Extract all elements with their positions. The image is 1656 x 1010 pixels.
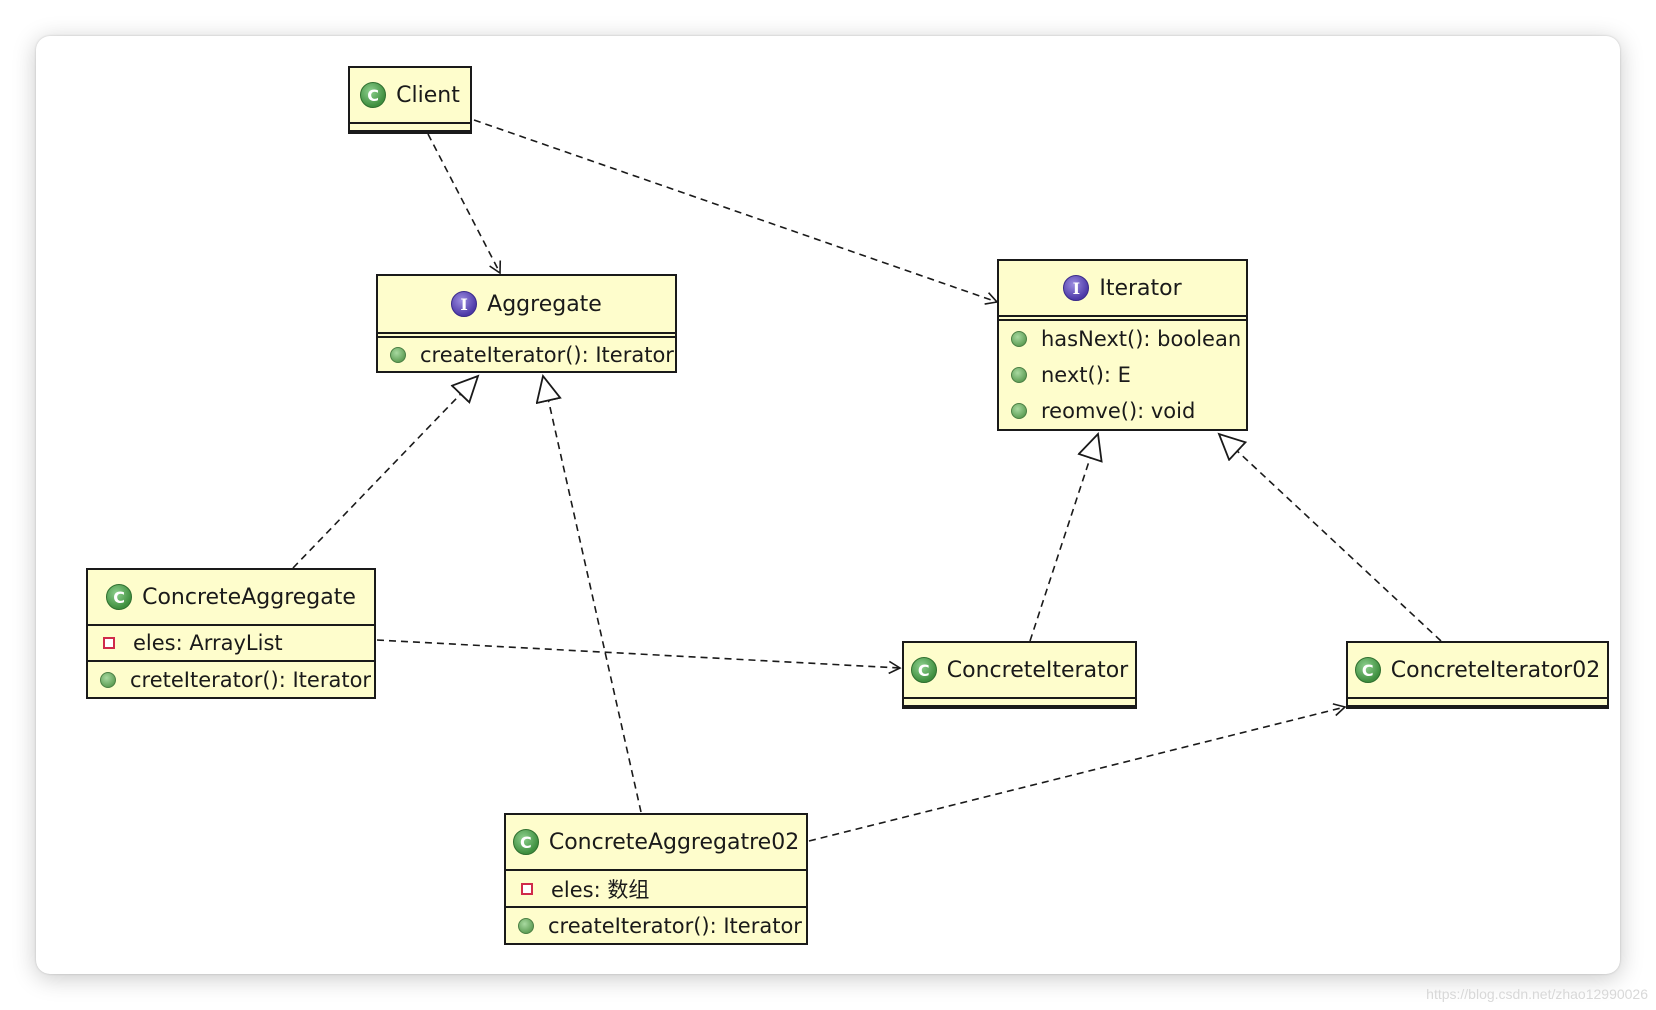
class-name: Client [396,82,460,108]
class-header: C Client [350,68,470,124]
class-name: ConcreteAggregatre02 [548,829,800,855]
empty-compartment [999,315,1246,321]
class-concreteaggregatre02[interactable]: C ConcreteAggregatre02 eles: 数组 createIt… [504,813,808,945]
empty-compartment [350,124,470,132]
interface-aggregate[interactable]: I Aggregate createIterator(): Iterator [376,274,677,373]
class-name: Iterator [1099,275,1182,301]
empty-compartment [1348,699,1607,707]
class-header: C ConcreteIterator [904,643,1135,699]
public-method-icon [100,671,116,688]
class-badge-icon: C [512,829,539,855]
class-header: C ConcreteIterator02 [1348,643,1607,699]
interface-iterator[interactable]: I Iterator hasNext(): boolean next(): E … [997,259,1248,431]
class-concreteiterator02[interactable]: C ConcreteIterator02 [1346,641,1609,709]
method-row: createIterator(): Iterator [506,908,806,943]
class-badge-icon: C [360,82,387,108]
method-row: hasNext(): boolean [999,321,1246,357]
class-header: I Aggregate [378,276,675,332]
relation-concreteaggregate-concreteiterator [376,639,902,675]
class-header: C ConcreteAggregate [88,570,374,626]
class-name: ConcreteIterator [946,657,1129,683]
class-header: I Iterator [999,261,1246,315]
method-signature: hasNext(): boolean [1041,327,1242,351]
relation-concreteaggregate02-aggregate [543,376,642,813]
attribute-signature: eles: ArrayList [133,631,283,655]
class-name: Aggregate [487,291,602,317]
relation-client-iterator [473,119,999,305]
class-badge-icon: C [910,657,937,683]
method-signature: createIterator(): Iterator [548,913,802,938]
class-badge-icon: C [106,584,133,610]
class-header: C ConcreteAggregatre02 [506,815,806,871]
class-concreteiterator[interactable]: C ConcreteIterator [902,641,1137,709]
attribute-row: eles: 数组 [506,871,806,908]
method-row: createIterator(): Iterator [378,338,675,371]
relation-concreteiterator-iterator [1029,434,1098,642]
interface-badge-icon: I [451,291,478,317]
class-concreteaggregate[interactable]: C ConcreteAggregate eles: ArrayList cret… [86,568,376,699]
method-row: reomve(): void [999,393,1246,429]
public-method-icon [1011,367,1027,383]
class-name: ConcreteAggregate [142,584,356,610]
diagram-canvas [36,36,1620,974]
class-badge-icon: C [1354,657,1381,683]
relation-concreteaggregate-aggregate [292,376,478,569]
attribute-row: eles: ArrayList [88,626,374,662]
private-field-icon [521,882,533,895]
class-name: ConcreteIterator02 [1390,657,1601,683]
relation-concreteiterator02-iterator [1219,434,1442,642]
relation-client-aggregate [427,133,502,275]
method-signature: reomve(): void [1041,399,1196,423]
method-row: creteIterator(): Iterator [88,662,374,697]
public-method-icon [1011,331,1027,347]
attribute-signature: eles: 数组 [551,877,650,902]
class-client[interactable]: C Client [348,66,472,134]
empty-compartment [904,699,1135,707]
public-method-icon [390,346,406,363]
public-method-icon [1011,403,1027,419]
watermark: https://blog.csdn.net/zhao12990026 [1426,986,1648,1002]
private-field-icon [103,637,115,649]
public-method-icon [518,917,534,934]
relation-concreteaggregate02-concreteiterator02 [808,703,1347,842]
method-row: next(): E [999,357,1246,393]
method-signature: next(): E [1041,363,1131,387]
empty-compartment [378,332,675,338]
method-signature: createIterator(): Iterator [420,342,674,367]
method-signature: creteIterator(): Iterator [130,667,372,692]
interface-badge-icon: I [1063,275,1090,301]
